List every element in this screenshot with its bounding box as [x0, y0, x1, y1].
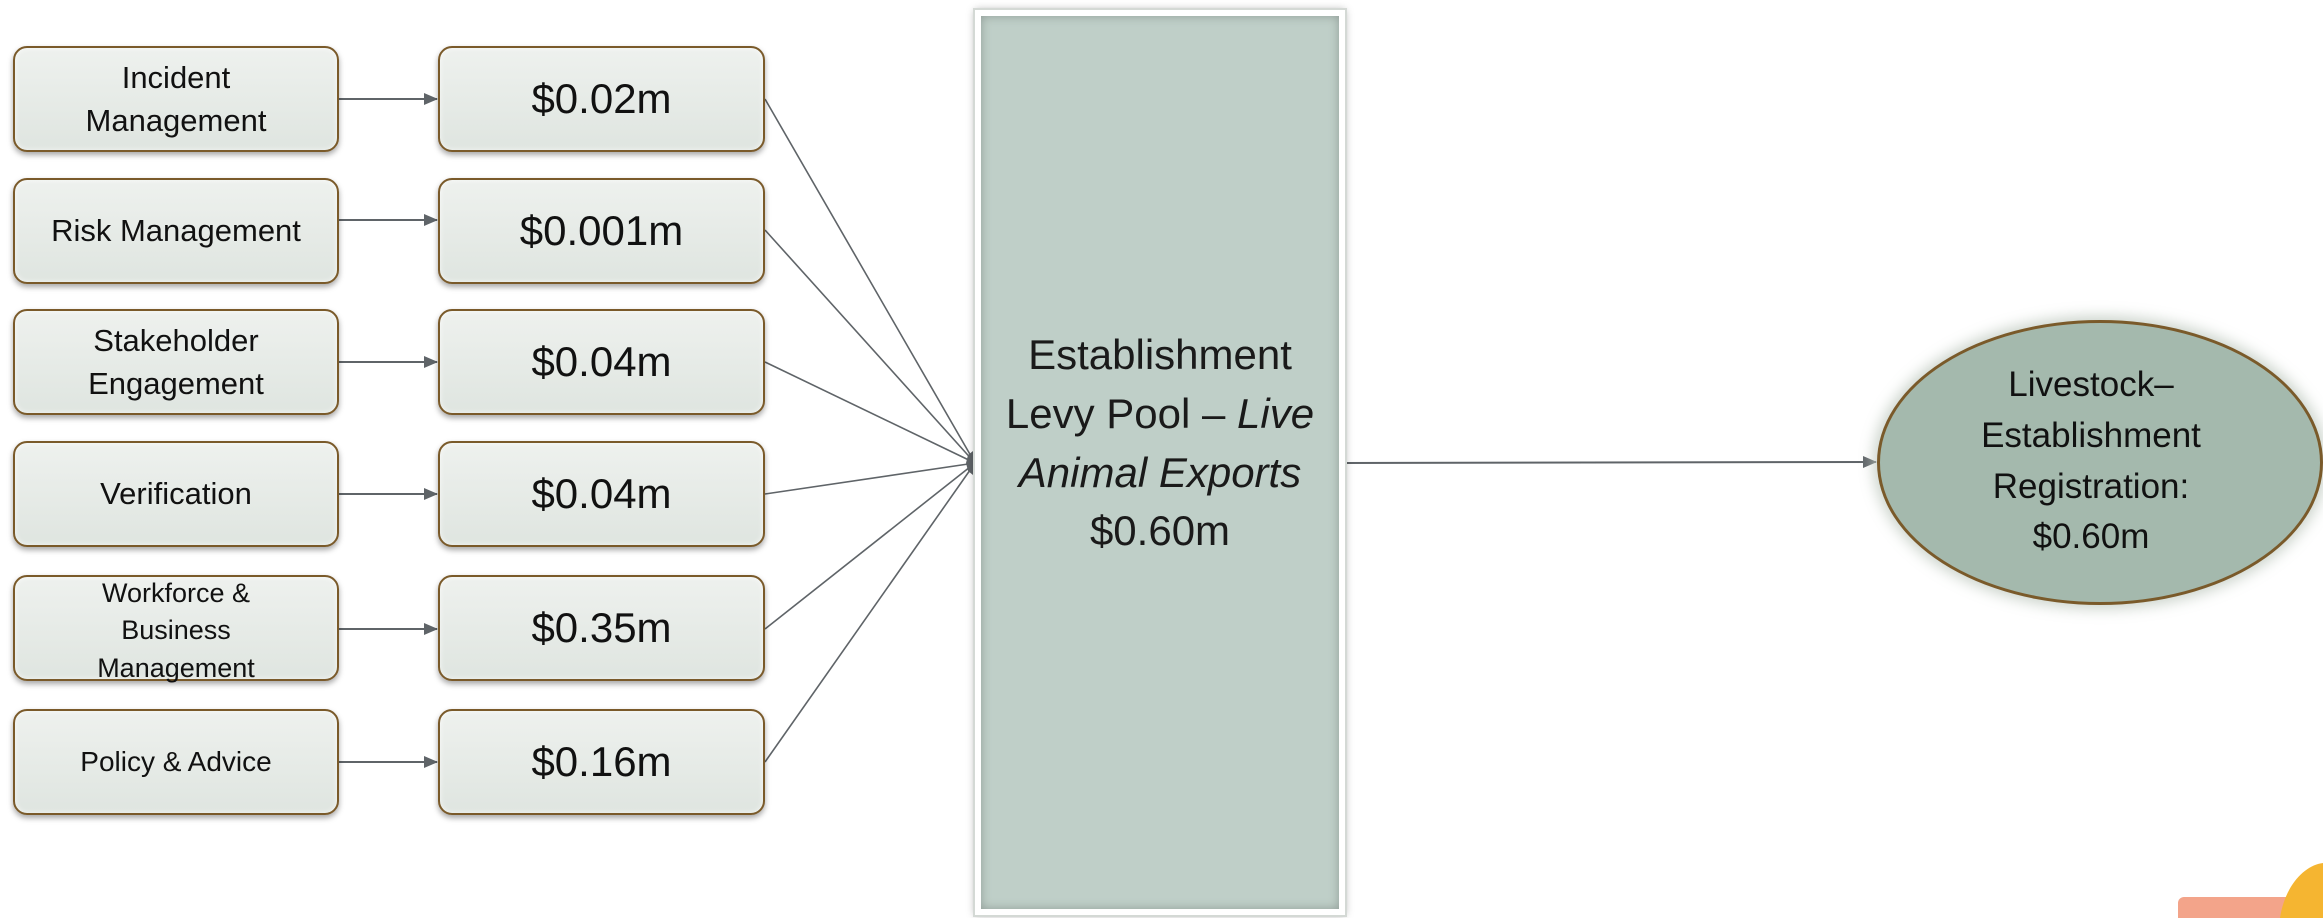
cost-box-workforce-business-management: $0.35m	[438, 575, 765, 681]
pool-to-output-arrow	[1344, 456, 1877, 469]
activity-box-incident-management: Incident Management	[13, 46, 339, 152]
activity-box-workforce-business-management: Workforce & Business Management	[13, 575, 339, 683]
pool-line3-italic: Animal Exports	[1018, 448, 1302, 496]
output-livestock-establishment-registration: Livestock– Establishment Registration: $…	[1877, 320, 2323, 605]
activity-label: Verification	[100, 476, 252, 512]
cost-connector	[764, 462, 976, 630]
cost-connector	[764, 462, 976, 495]
pool-amount: $0.60m	[1089, 507, 1231, 555]
activity-box-policy-advice: Policy & Advice	[13, 709, 339, 815]
pool-line1: Establishment	[1028, 330, 1292, 378]
cost-value: $0.35m	[531, 604, 672, 651]
cost-box-verification: $0.04m	[438, 441, 765, 547]
cost-connectors	[764, 98, 976, 763]
pool-line3: Animal Exports	[1006, 444, 1314, 503]
cost-box-policy-advice: $0.16m	[438, 709, 765, 815]
cost-value: $0.04m	[531, 470, 672, 517]
cost-box-risk-management: $0.001m	[438, 178, 765, 284]
output-amount: $0.60m	[2032, 517, 2150, 557]
establishment-levy-pool: Establishment Levy Pool – Live Animal Ex…	[973, 8, 1347, 917]
cost-value: $0.16m	[531, 738, 672, 785]
output-line1: Livestock–	[2008, 365, 2174, 404]
pool-line2-italic: Live	[1237, 389, 1315, 437]
activity-box-stakeholder-engagement: Stakeholder Engagement	[13, 309, 339, 415]
cost-box-incident-management: $0.02m	[438, 46, 765, 152]
activity-label: Stakeholder Engagement	[88, 322, 264, 401]
pool-text: Establishment Levy Pool – Live Animal Ex…	[1006, 326, 1314, 561]
activity-box-risk-management: Risk Management	[13, 178, 339, 284]
output-text: Livestock– Establishment Registration: $…	[1981, 360, 2201, 563]
cost-box-stakeholder-engagement: $0.04m	[438, 309, 765, 415]
output-line3: Registration:	[1992, 466, 2190, 506]
activity-label: Workforce & Business Management	[97, 578, 255, 683]
cost-connector	[764, 229, 976, 464]
cost-connector	[764, 462, 976, 763]
activity-box-verification: Verification	[13, 441, 339, 547]
cost-connector	[764, 361, 976, 464]
pool-line2: Levy Pool – Live	[1006, 385, 1314, 444]
output-line2: Establishment	[1981, 415, 2201, 455]
activity-label: Incident Management	[85, 59, 267, 138]
pool-line2-plain: Levy Pool –	[1005, 389, 1238, 437]
corner-decoration-icon	[2178, 863, 2323, 918]
cost-connector	[764, 98, 976, 464]
cost-value: $0.04m	[531, 338, 672, 385]
cost-value: $0.02m	[531, 75, 672, 122]
activity-label: Policy & Advice	[80, 746, 272, 778]
activity-arrows	[339, 93, 438, 768]
activity-label: Risk Management	[51, 213, 301, 249]
cost-value: $0.001m	[519, 207, 684, 254]
